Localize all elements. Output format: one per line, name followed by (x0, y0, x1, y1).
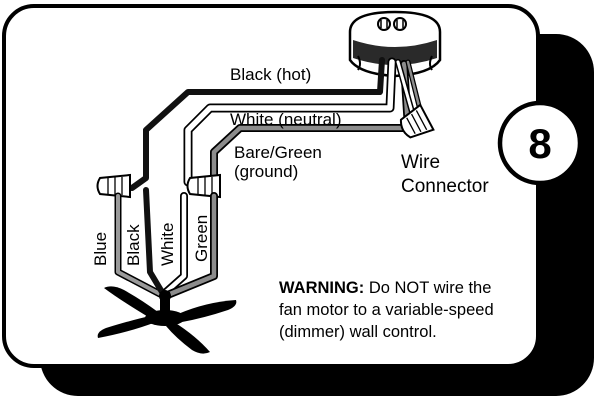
step-badge: 8 (497, 100, 583, 186)
label-fan-black: Black (124, 224, 143, 266)
wire-nut-icon (96, 173, 131, 199)
warning-line3: (dimmer) wall control. (279, 323, 437, 341)
label-ground: (ground) (234, 162, 298, 181)
ceiling-box-icon (348, 10, 442, 78)
wire-nut-icon (399, 103, 435, 139)
warning-line1: Do NOT wire the (364, 279, 491, 297)
ceiling-fan-icon (97, 286, 237, 354)
warning-title: WARNING: (279, 279, 364, 297)
label-fan-green: Green (192, 215, 211, 262)
fan-wires (114, 187, 218, 298)
wire-nut-icon (186, 173, 221, 199)
label-bare-green: Bare/Green (234, 143, 322, 162)
label-wire: Wire (401, 152, 440, 173)
supply-wires (129, 57, 423, 191)
label-white-neutral: White (neutral) (230, 110, 341, 129)
label-fan-blue: Blue (91, 232, 110, 266)
label-black-hot: Black (hot) (230, 65, 311, 84)
warning-line2: fan motor to a variable-speed (279, 301, 494, 319)
step-number: 8 (528, 120, 551, 167)
label-connector: Connector (401, 176, 489, 197)
svg-text:WARNING: Do NOT wire the: WARNING: Do NOT wire the (279, 279, 491, 297)
label-fan-white: White (158, 223, 177, 266)
warning-note: WARNING: Do NOT wire the fan motor to a … (279, 279, 494, 341)
